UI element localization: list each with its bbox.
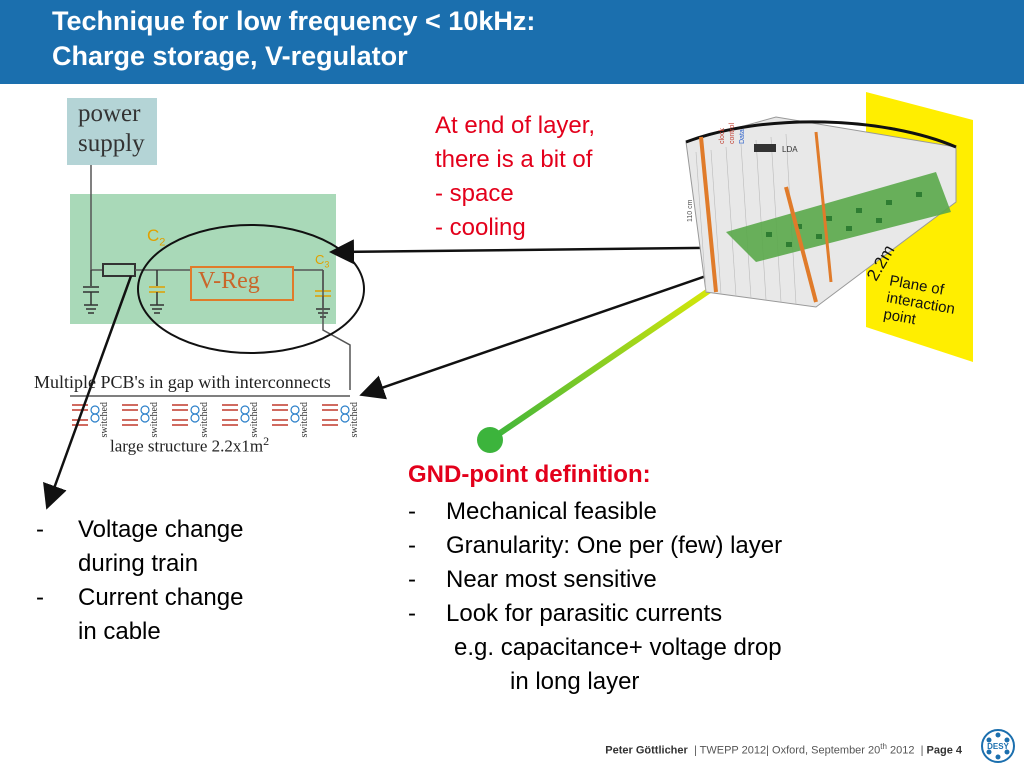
bullet-line-1: Current change [78, 584, 244, 611]
pcb-board [70, 194, 336, 324]
slide-title: Technique for low frequency < 10kHz: Cha… [52, 4, 535, 74]
left-bullet-item: - Voltage change during train [36, 513, 243, 581]
data-label: Data [739, 129, 746, 144]
pcb-caption: Multiple PCB's in gap with interconnects [34, 372, 331, 392]
note-line-1: At end of layer, [435, 112, 596, 139]
c2-letter: C [147, 226, 160, 245]
c3-label: C3 [315, 252, 329, 270]
end-of-layer-note: At end of layer, there is a bit of - spa… [435, 109, 595, 245]
gnd-item-text: Look for parasitic currents [446, 600, 723, 627]
logo-text: DESY [987, 742, 1009, 751]
gnd-dash: - [408, 566, 416, 593]
switched-label-4: switched [249, 402, 260, 438]
footer-event: TWEPP 2012 [699, 744, 767, 757]
switched-label-6: switched [349, 402, 360, 438]
gnd-item: - Near most sensitive [408, 563, 782, 597]
note-line-3: - space [435, 180, 514, 207]
title-line-2: Charge storage, V-regulator [52, 41, 408, 71]
title-bar [0, 0, 1024, 84]
footer-author: Peter Göttlicher [605, 744, 688, 757]
large-structure-caption: large structure 2.2x1m2 [110, 434, 269, 457]
footer-sep-1: | [693, 744, 697, 757]
control-label: control [729, 123, 736, 144]
gnd-dash: - [408, 532, 416, 559]
capacitor-c2 [149, 270, 165, 314]
vreg-box [190, 266, 294, 301]
gnd-dash: - [408, 498, 416, 525]
gnd-point-dot [477, 427, 503, 453]
detector-illustration: LDA clock control Data 110 cm 2.2m Plane… [685, 92, 973, 362]
power-supply-label: power supply [78, 99, 145, 159]
note-line-4: - cooling [435, 214, 526, 241]
large-caption-sup: 2 [263, 434, 270, 448]
gnd-dash: - [408, 600, 416, 627]
title-line-1: Technique for low frequency < 10kHz: [52, 6, 536, 36]
footer-sep-3: | [920, 744, 924, 757]
bullet-dash: - [36, 516, 44, 543]
pcb-layer [726, 172, 951, 262]
lda-label: LDA [782, 145, 798, 154]
c3-letter: C [315, 252, 325, 267]
footer: Peter Göttlicher | TWEPP 2012| Oxford, S… [605, 742, 962, 757]
gnd-item-text: Near most sensitive [446, 566, 657, 593]
switched-label-5: switched [299, 402, 310, 438]
footer-date-sup: th [880, 742, 887, 751]
gnd-continuation-2: in long layer [510, 668, 640, 695]
footer-place-date: Oxford, September 20 [772, 744, 881, 757]
note-line-2: there is a bit of [435, 146, 593, 173]
switched-capacitor-chain [72, 404, 338, 426]
switched-label-3: switched [199, 402, 210, 438]
vreg-highlight-ellipse [137, 224, 365, 354]
gnd-item: - Granularity: One per (few) layer [408, 529, 782, 563]
c2-subscript: 2 [159, 236, 166, 249]
gnd-item: - Mechanical feasible [408, 495, 782, 529]
left-bullet-item: - Current change in cable [36, 581, 243, 649]
gnd-continuation-1: e.g. capacitance+ voltage drop [454, 634, 782, 661]
left-bullet-list: - Voltage change during train - Current cha… [36, 513, 243, 649]
cable-resistor [102, 263, 136, 277]
c3-subscript: 3 [324, 259, 330, 270]
large-caption-text: large structure 2.2x1m [110, 436, 264, 456]
bullet-dash: - [36, 584, 44, 611]
bullet-line-1: Voltage change [78, 516, 244, 543]
gnd-item-text: Granularity: One per (few) layer [446, 532, 783, 559]
footer-year: 2012 [890, 744, 915, 757]
gnd-item: - Look for parasitic currents [408, 597, 782, 631]
footer-sep-2: | [766, 744, 769, 757]
gnd-list: - Mechanical feasible - Granularity: One p… [408, 495, 782, 699]
gnd-arrow [488, 261, 750, 443]
height-label: 110 cm [687, 199, 694, 222]
arrow-to-bullets [43, 275, 133, 510]
footer-page: Page 4 [926, 744, 962, 757]
power-supply-box [67, 98, 157, 165]
c2-label: C2 [147, 226, 165, 248]
switched-label-1: switched [99, 402, 110, 438]
gnd-item-text: Mechanical feasible [446, 498, 657, 525]
gnd-heading: GND-point definition: [408, 461, 651, 488]
power-supply-line-1: power [78, 100, 141, 127]
capacitor-c1 [83, 270, 99, 314]
bullet-line-2: during train [78, 550, 199, 577]
clock-label: clock [719, 128, 726, 144]
bullet-line-2: in cable [78, 618, 161, 645]
power-supply-line-2: supply [78, 130, 145, 157]
plane-line-3: point [882, 306, 918, 329]
switched-label-2: switched [149, 402, 160, 438]
desy-logo-icon: DESY [981, 729, 1015, 763]
vreg-label: V-Reg [198, 268, 260, 294]
